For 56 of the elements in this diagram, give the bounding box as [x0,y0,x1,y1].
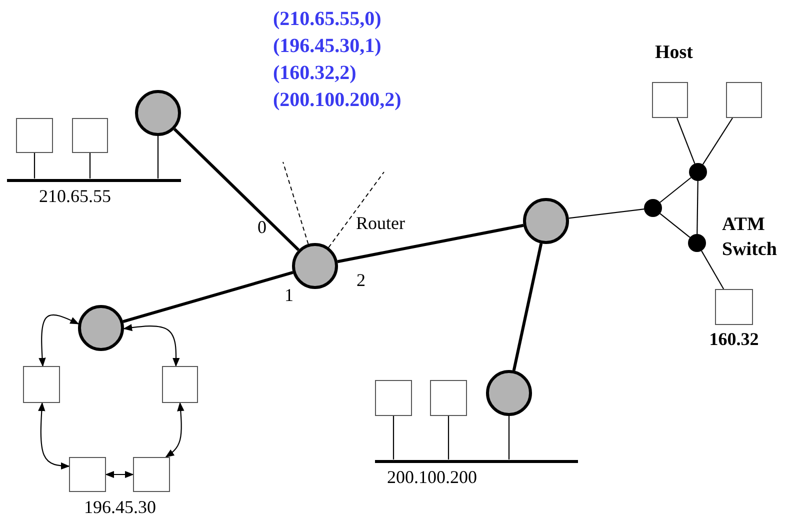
host-box [652,82,688,118]
router-circle [78,305,124,351]
host-box [133,457,170,492]
routing-table-entry: (160.32,2) [273,62,356,85]
host-box [69,457,106,492]
connector-line [660,213,690,238]
connector-line [89,153,91,178]
switch-node [688,234,706,252]
router-circle [523,198,569,244]
text-label: 0 [258,217,266,238]
link-line [337,224,524,264]
text-label: 2 [356,270,366,291]
double-arrow [105,470,134,478]
device-label: Host [655,42,693,64]
connector-line [702,118,733,165]
connector-line [508,416,510,460]
connector-line [34,153,36,178]
connector-line [448,416,450,460]
routing-table-entry: (200.100.200,2) [273,89,402,112]
text-label: 1 [284,285,294,306]
leader-line [328,172,384,248]
connector-line [392,416,394,460]
router-circle [292,243,338,289]
link-line [173,128,300,252]
host-box [430,380,467,416]
host-box [72,118,108,153]
connector-line [157,136,159,178]
network-address: 160.32 [709,329,759,350]
network-address: 200.100.200 [387,467,477,488]
connector-line [660,177,692,203]
double-arrow [38,314,80,367]
double-arrow [123,324,180,367]
routing-table-entry: (210.65.55,0) [273,8,382,31]
link-line [512,243,543,371]
double-arrow [38,402,70,470]
routing-table-entry: (196.45.30,1) [273,35,382,58]
host-box [375,380,412,416]
network-address: 210.65.55 [39,186,111,207]
host-box [162,366,198,403]
text-label: Router [356,213,405,234]
router-circle [135,90,181,136]
host-box [23,366,60,403]
switch-node [689,163,707,181]
host-box [16,118,53,153]
router-circle [486,370,532,416]
connector-line [676,118,696,164]
switch-node [644,199,662,217]
leader-line [282,162,309,245]
device-label: ATM Switch [722,213,778,262]
connector-line [568,208,644,219]
connector-line [701,250,724,290]
text-label: 196.45.30 [84,497,156,518]
connector-line [696,181,698,234]
link-line [122,270,294,324]
host-box [726,82,762,118]
double-arrow [165,402,184,458]
